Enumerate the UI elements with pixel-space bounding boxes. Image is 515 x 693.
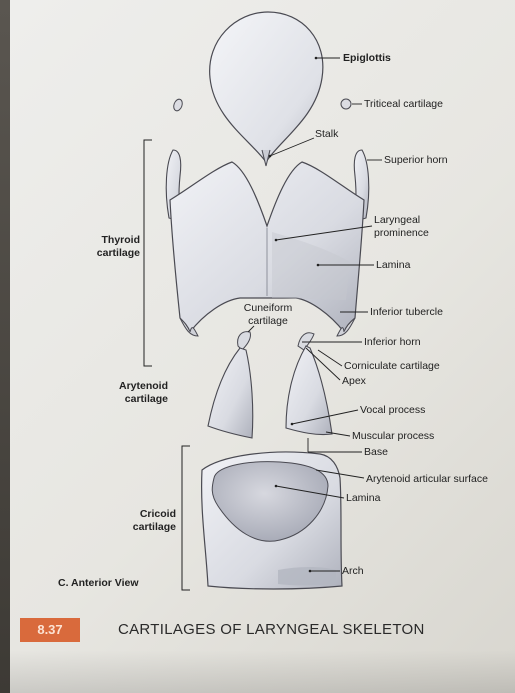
- label-cuneiform-cartilage-line2: cartilage: [228, 315, 308, 327]
- label-cuneiform-cartilage-line1: Cuneiform: [228, 302, 308, 314]
- label-vocal-process: Vocal process: [360, 404, 425, 416]
- label-thyroid-cartilage-line1: Thyroid: [70, 234, 140, 246]
- label-epiglottis: Epiglottis: [343, 52, 391, 64]
- arytenoid-cartilage-right: [286, 346, 332, 435]
- corniculate-cartilage-left: [238, 332, 251, 350]
- label-thyroid-cartilage-line2: cartilage: [70, 247, 140, 259]
- label-arytenoid-cartilage-line1: Arytenoid: [98, 380, 168, 392]
- epiglottis-shape: [210, 12, 323, 162]
- triticeal-cartilage-right: [341, 99, 351, 109]
- figure-number-badge: 8.37: [20, 618, 80, 642]
- textbook-page: Epiglottis Triticeal cartilage Stalk Sup…: [10, 0, 515, 693]
- label-view: C. Anterior View: [58, 577, 139, 589]
- page-bottom-shade: [10, 650, 515, 693]
- thyroid-bracket: [144, 140, 152, 366]
- label-muscular-process: Muscular process: [352, 430, 434, 442]
- label-arytenoid-articular-surface: Arytenoid articular surface: [366, 473, 488, 485]
- figure-title: CARTILAGES OF LARYNGEAL SKELETON: [118, 621, 425, 638]
- triticeal-cartilage-left: [172, 98, 184, 112]
- label-cricoid-lamina: Lamina: [346, 492, 380, 504]
- label-arch: Arch: [342, 565, 364, 577]
- label-inferior-tubercle: Inferior tubercle: [370, 306, 443, 318]
- label-cricoid-cartilage-line1: Cricoid: [106, 508, 176, 520]
- label-base: Base: [364, 446, 388, 458]
- cricoid-arch-shape: [278, 567, 336, 586]
- label-laryngeal-prominence-line1: Laryngeal: [374, 214, 420, 226]
- label-stalk: Stalk: [315, 128, 338, 140]
- label-arytenoid-cartilage-line2: cartilage: [98, 393, 168, 405]
- cricoid-bracket: [182, 446, 190, 590]
- label-triticeal-cartilage: Triticeal cartilage: [364, 98, 443, 110]
- label-apex: Apex: [342, 375, 366, 387]
- label-superior-horn: Superior horn: [384, 154, 448, 166]
- label-corniculate-cartilage: Corniculate cartilage: [344, 360, 440, 372]
- label-inferior-horn: Inferior horn: [364, 336, 421, 348]
- arytenoid-cartilage-left: [208, 348, 253, 438]
- label-thyroid-lamina: Lamina: [376, 259, 410, 271]
- label-cricoid-cartilage-line2: cartilage: [106, 521, 176, 533]
- label-laryngeal-prominence-line2: prominence: [374, 227, 429, 239]
